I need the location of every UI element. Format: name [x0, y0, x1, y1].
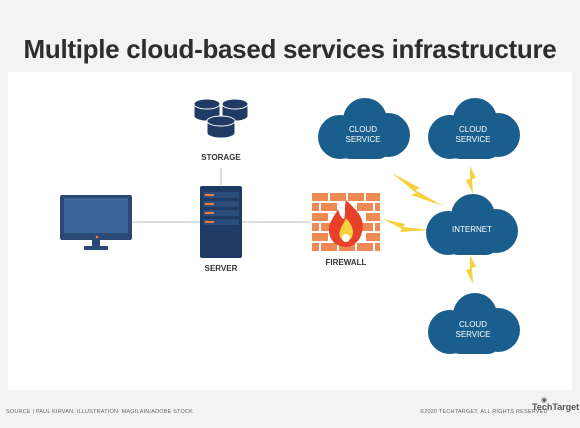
cloud-service-top-right	[428, 98, 520, 159]
internet-label: INTERNET	[452, 225, 492, 234]
lightning-cloud-left-internet	[392, 173, 443, 206]
page-title: Multiple cloud-based services infrastruc…	[23, 34, 557, 64]
cloud-service-top-left	[318, 98, 410, 159]
cloud-service-label: CLOUD	[459, 320, 487, 329]
cloud-service-label: SERVICE	[346, 135, 381, 144]
monitor-icon	[60, 195, 132, 250]
server-label: SERVER	[205, 264, 238, 273]
cloud-service-label: CLOUD	[349, 125, 377, 134]
lightning-firewall-internet	[383, 219, 430, 232]
source-credit: SOURCE | PAUL KIRVAN; ILLUSTRATION: MAGI…	[6, 409, 194, 415]
brand-logo: TechTarget	[532, 402, 580, 412]
lightning-cloud-right-internet	[466, 166, 476, 194]
firewall-label: FIREWALL	[326, 258, 367, 267]
cloud-service-label: SERVICE	[456, 330, 491, 339]
cloud-internet	[426, 194, 518, 255]
cloud-service-bottom	[428, 293, 520, 354]
server-icon	[200, 186, 242, 258]
cloud-service-label: SERVICE	[456, 135, 491, 144]
storage-icon	[193, 98, 249, 139]
lightning-internet-cloud-bottom	[466, 255, 476, 284]
lightning-icon	[383, 166, 476, 284]
copyright-notice: ©2020 TECHTARGET. ALL RIGHTS RESERVED	[420, 409, 548, 415]
cloud-icon	[318, 98, 520, 354]
firewall-icon	[311, 192, 381, 252]
storage-label: STORAGE	[201, 153, 241, 162]
cloud-service-label: CLOUD	[459, 125, 487, 134]
eye-icon: ◉	[541, 397, 548, 404]
